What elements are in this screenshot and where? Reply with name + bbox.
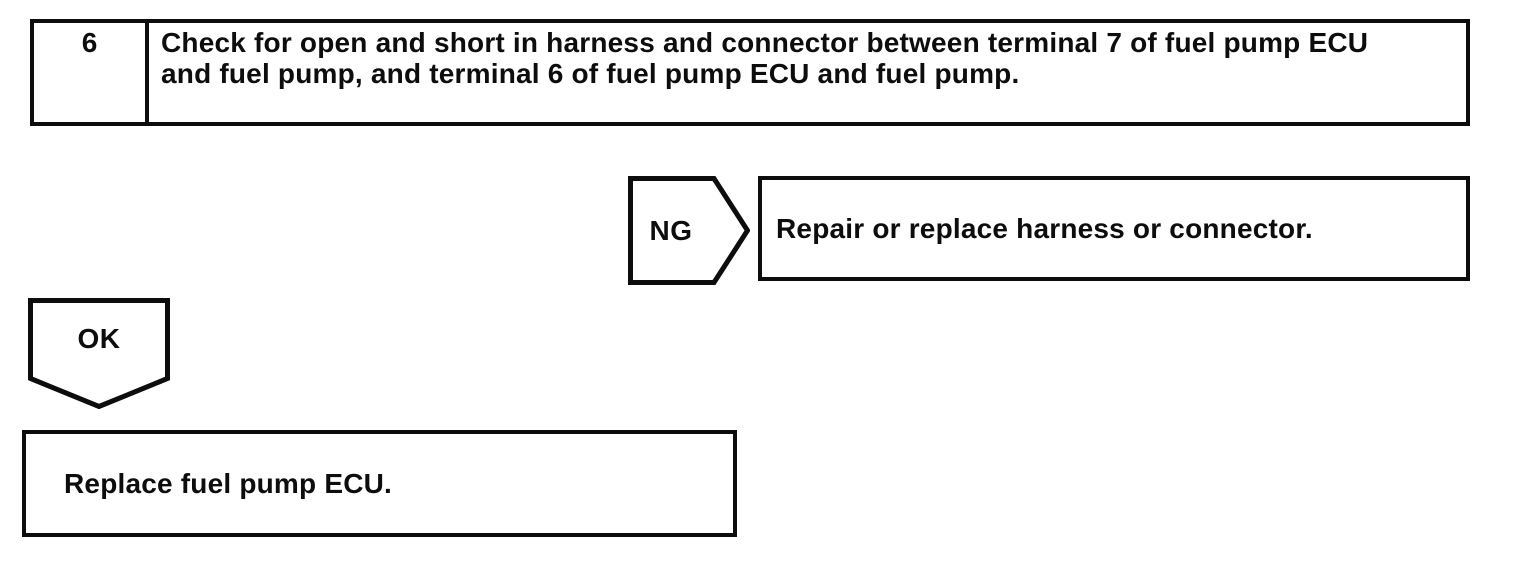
step-box: 6 Check for open and short in harness an… <box>30 19 1470 126</box>
ok-arrow-outline <box>28 298 170 409</box>
ok-connector-shape: OK <box>28 298 170 409</box>
ng-arrow-pentagon-icon <box>628 176 750 285</box>
ng-connector-shape: NG <box>628 176 750 285</box>
ok-action-box: Replace fuel pump ECU. <box>22 430 737 537</box>
ok-arrow-pentagon-icon <box>28 298 170 409</box>
ok-label: OK <box>77 323 121 354</box>
ng-arrow-outline <box>628 176 750 285</box>
ng-action-text: Repair or replace harness or connector. <box>776 212 1313 244</box>
step-number-cell: 6 <box>34 23 149 122</box>
ng-action-box: Repair or replace harness or connector. <box>758 176 1470 281</box>
ng-label: NG <box>649 214 693 246</box>
step-number: 6 <box>81 27 98 58</box>
step-instruction: Check for open and short in harness and … <box>161 27 1369 89</box>
ok-action-text: Replace fuel pump ECU. <box>64 467 393 499</box>
